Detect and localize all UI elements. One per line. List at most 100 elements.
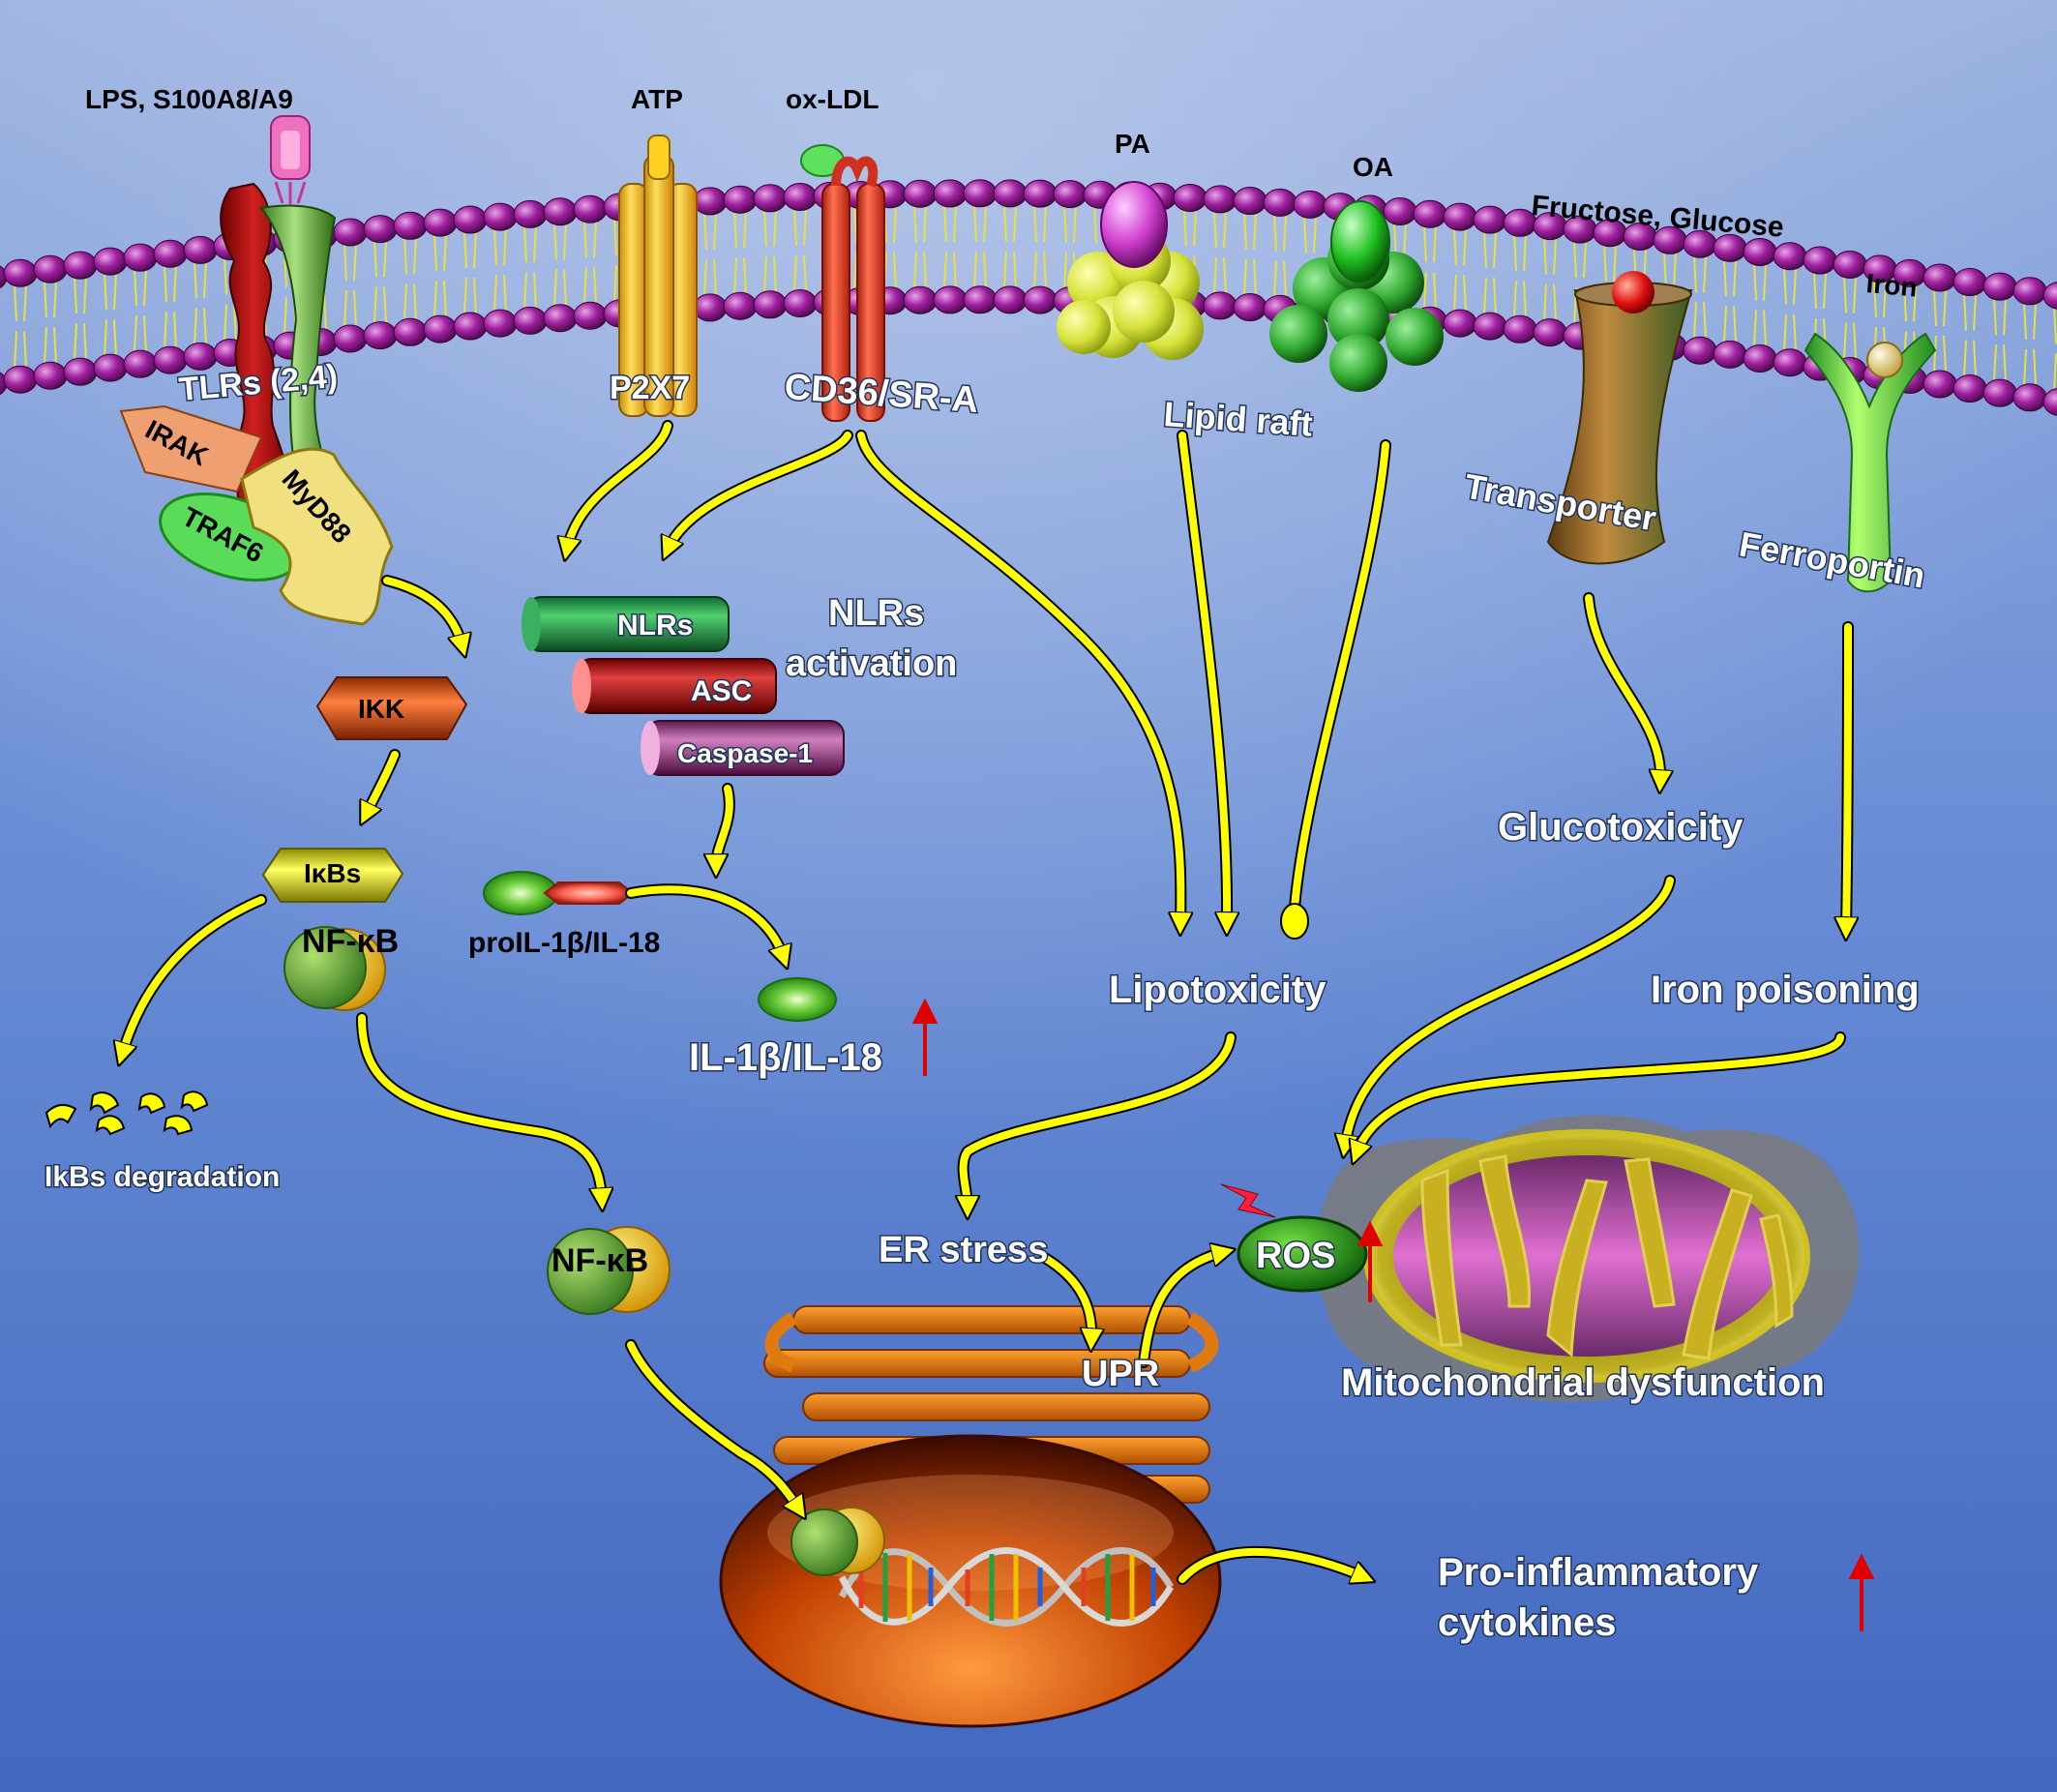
lipid-head	[573, 301, 608, 330]
pro-il-label: proIL-1β/IL-18	[468, 927, 660, 959]
lipid-tail	[1243, 212, 1257, 296]
lipid-tail	[373, 240, 387, 324]
lipid-head	[453, 205, 488, 234]
cd36-receptor	[800, 144, 885, 422]
lipid-tail	[194, 261, 207, 345]
arrow-cd36-to-nlrs	[668, 430, 853, 550]
ikk-complex	[315, 676, 468, 740]
lps-label: LPS, S100A8/A9	[85, 84, 293, 114]
mito-dysfunction-label: Mitochondrial dysfunction	[1341, 1361, 1825, 1404]
iron-poisoning-label: Iron poisoning	[1651, 969, 1920, 1011]
lipid-tail	[1483, 231, 1497, 315]
lipotoxicity-label: Lipotoxicity	[1109, 969, 1327, 1011]
er-connector	[764, 1311, 1219, 1373]
er-stress-label: ER stress	[879, 1230, 1048, 1270]
lipid-tail	[1903, 284, 1917, 369]
arrow-nfkb-to-nucleus	[625, 1339, 799, 1509]
lipid-head	[1473, 205, 1507, 234]
lipid-head	[483, 202, 518, 231]
lipid-head	[183, 235, 218, 264]
lipid-head	[1263, 188, 1297, 217]
lipid-head	[1743, 343, 1777, 373]
lipid-tail	[1663, 252, 1677, 336]
oa-raft-blunt-line	[1280, 439, 1391, 940]
lipid-head	[1773, 242, 1807, 271]
arrow-dna-to-cytokines	[1177, 1545, 1364, 1585]
lipid-head	[1443, 309, 1477, 338]
lipid-head	[2012, 383, 2047, 412]
cytokines-line1: Pro-inflammatory	[1438, 1551, 1759, 1594]
arrow-proil-to-il	[625, 883, 784, 958]
nlrs-activation-line1: NLRs	[828, 593, 924, 634]
ferroportin-receptor	[1804, 332, 1937, 593]
mitochondrial-cristae	[1420, 1154, 1794, 1360]
lipid-head	[1953, 374, 1987, 403]
lipid-head	[1473, 312, 1507, 341]
lipid-tail	[433, 234, 447, 318]
lipid-head	[33, 254, 68, 284]
lipid-head	[543, 304, 578, 333]
lipid-head	[753, 184, 788, 213]
lipid-head	[2012, 277, 2047, 306]
lipid-head	[783, 288, 818, 317]
ros-label: ROS	[1256, 1236, 1335, 1276]
lipid-tail	[1303, 216, 1317, 300]
ikbs-degradation-label: IkBs degradation	[45, 1161, 280, 1193]
lipid-head	[1803, 246, 1837, 275]
mitochondrion	[1315, 1115, 1860, 1402]
ikbs-degradation-fragments	[45, 1090, 209, 1136]
lipid-tail	[1753, 263, 1767, 347]
lipid-tail	[583, 221, 597, 305]
lipid-head	[573, 194, 608, 224]
lipid-head	[1713, 340, 1747, 369]
lipid-head	[1953, 268, 1987, 297]
lipid-tail	[74, 277, 87, 361]
lipid-head	[1203, 291, 1237, 320]
lipid-head	[933, 179, 968, 208]
lipid-head	[903, 179, 938, 208]
asc-label: ASC	[691, 675, 752, 707]
lipid-head	[363, 215, 398, 244]
lipid-head	[333, 218, 368, 247]
glucose-transporter	[1546, 271, 1693, 565]
lipid-head	[1023, 179, 1058, 208]
lipid-tail	[1273, 214, 1287, 298]
lipid-head	[1923, 370, 1957, 399]
lipid-head	[963, 285, 998, 314]
arrow-myd88-to-inflammasome	[381, 575, 462, 646]
lipid-head	[753, 290, 788, 319]
lipid-tail	[553, 223, 567, 307]
iron-label: Iron	[1864, 268, 1918, 302]
ros-bubble	[1220, 1183, 1368, 1293]
lipid-head	[1982, 378, 2017, 407]
arrow-ikk-to-ikb	[366, 749, 401, 815]
lipid-tail	[1783, 267, 1797, 351]
arrow-er-to-upr	[1039, 1252, 1091, 1340]
arrow-ferroportin-to-iron-poisoning	[1846, 621, 1848, 929]
p2x7-label: P2X7	[610, 370, 690, 406]
oa-label: OA	[1353, 152, 1393, 182]
lipid-head	[1923, 263, 1957, 292]
lipid-tail	[1543, 237, 1557, 321]
lipid-head	[2042, 282, 2057, 310]
lipid-head	[783, 182, 818, 211]
lipid-head	[123, 243, 158, 272]
lipid-head	[1203, 185, 1237, 214]
lipid-tail	[2023, 302, 2037, 386]
pro-il-molecules	[483, 871, 635, 915]
lipid-head	[693, 187, 728, 216]
lipid-tail	[134, 269, 147, 353]
lipid-head	[903, 285, 938, 314]
lipid-head	[1833, 250, 1867, 279]
lipid-head	[723, 291, 758, 320]
lipid-head	[2042, 388, 2057, 416]
lipid-tail	[104, 273, 117, 357]
p2x7-receptor	[618, 134, 698, 417]
arrow-lipotoxicity-to-er	[964, 1031, 1237, 1208]
arrow-p2x7-to-nlrs	[567, 420, 673, 550]
lipid-tail	[1723, 259, 1737, 343]
lipid-tail	[1813, 271, 1827, 356]
lipid-tail	[763, 209, 777, 293]
